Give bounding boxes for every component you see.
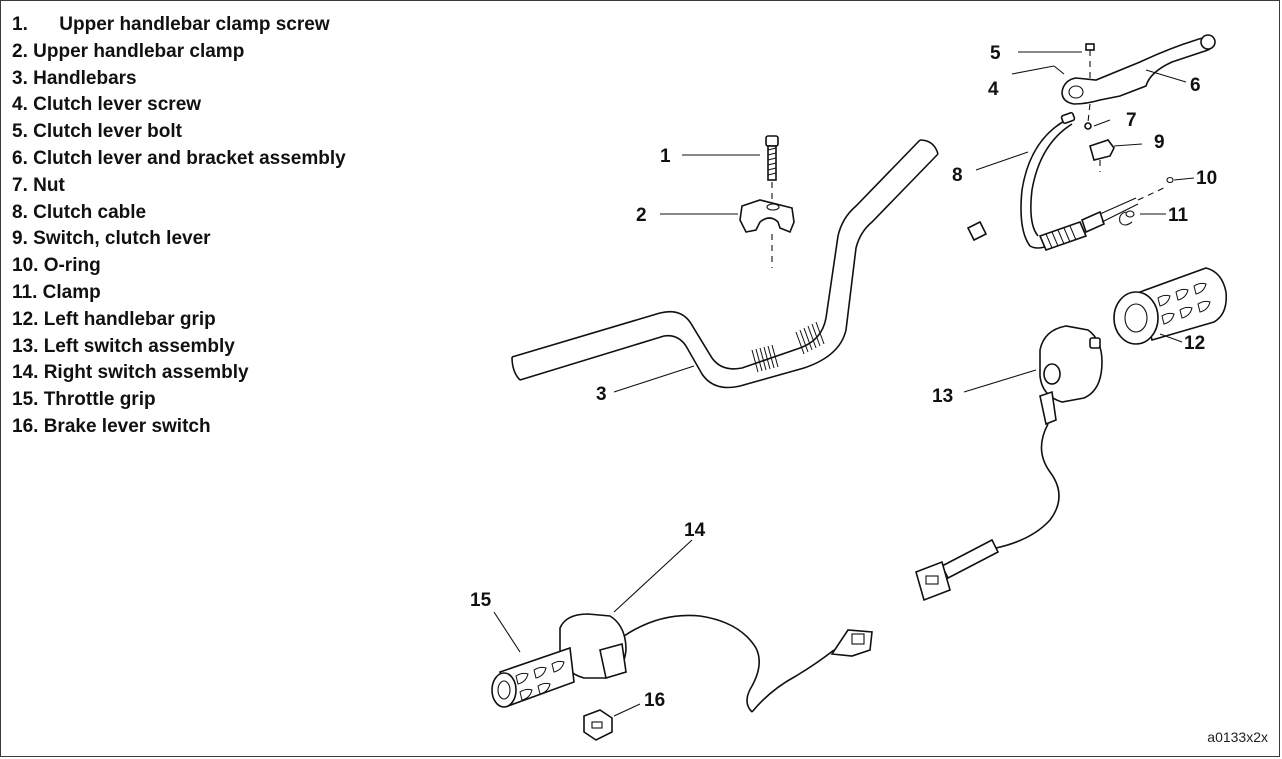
- legend-label: Handlebars: [33, 67, 137, 89]
- callout-13: 13: [932, 386, 953, 407]
- legend-number: 6.: [12, 147, 28, 169]
- left-switch-assembly: [915, 325, 1103, 602]
- legend-item: 5. Clutch lever bolt: [12, 119, 346, 146]
- leader-lines: [493, 51, 1195, 717]
- legend-label: Clutch cable: [33, 201, 147, 223]
- legend-number: 3.: [12, 67, 28, 89]
- upper-handlebar-clamp-screw: [765, 135, 779, 204]
- clutch-lever-switch: [1089, 139, 1115, 172]
- legend-label: Clutch lever and bracket assembly: [33, 147, 346, 169]
- figure-reference: a0133x2x: [1207, 729, 1268, 745]
- legend-number: 11.: [12, 281, 38, 303]
- parts-legend: 1. Upper handlebar clamp screw 2. Upper …: [12, 12, 346, 441]
- callout-10: 10: [1196, 168, 1217, 189]
- legend-label: Throttle grip: [43, 389, 156, 411]
- callout-12: 12: [1184, 333, 1205, 354]
- callout-8: 8: [952, 165, 963, 186]
- legend-number: 16.: [12, 415, 39, 437]
- legend-number: 10.: [12, 255, 39, 277]
- legend-label: Upper handlebar clamp: [33, 40, 245, 62]
- legend-number: 14.: [12, 362, 39, 384]
- legend-label: Left handlebar grip: [43, 308, 216, 330]
- upper-handlebar-clamp: [739, 199, 795, 268]
- legend-item: 12. Left handlebar grip: [12, 307, 346, 334]
- callout-6: 6: [1190, 75, 1201, 96]
- legend-number: 4.: [12, 94, 28, 116]
- legend-item: 9. Switch, clutch lever: [12, 226, 346, 253]
- legend-number: 1.: [12, 14, 28, 35]
- handlebar-knurling-left: [751, 344, 779, 373]
- left-handlebar-grip: [1113, 267, 1228, 345]
- callout-7: 7: [1126, 110, 1137, 131]
- legend-item: 13. Left switch assembly: [12, 334, 346, 361]
- legend-item: 2. Upper handlebar clamp: [12, 39, 346, 66]
- callout-11: 11: [1168, 205, 1189, 226]
- throttle-grip: [491, 646, 575, 708]
- clutch-cable: [966, 111, 1169, 252]
- legend-item: 16. Brake lever switch: [12, 414, 346, 441]
- legend-number: 7.: [12, 174, 28, 196]
- right-switch-assembly: [559, 613, 873, 713]
- legend-label: Left switch assembly: [43, 335, 235, 357]
- legend-item: 15. Throttle grip: [12, 387, 346, 414]
- legend-label: Switch, clutch lever: [33, 228, 211, 250]
- legend-label: O-ring: [43, 255, 101, 277]
- legend-number: 13.: [12, 335, 39, 357]
- legend-label: Brake lever switch: [43, 415, 211, 437]
- legend-item: 14. Right switch assembly: [12, 360, 346, 387]
- legend-item: 8. Clutch cable: [12, 200, 346, 227]
- legend-item: 3. Handlebars: [12, 66, 346, 93]
- legend-number: 2.: [12, 40, 28, 62]
- cable-clamp: [1119, 210, 1135, 226]
- callout-3: 3: [596, 384, 607, 405]
- legend-item: 4. Clutch lever screw: [12, 92, 346, 119]
- legend-item: 6. Clutch lever and bracket assembly: [12, 146, 346, 173]
- legend-item: 10. O-ring: [12, 253, 346, 280]
- callout-9: 9: [1154, 132, 1165, 153]
- legend-number: 12.: [12, 308, 39, 330]
- legend-item: 1. Upper handlebar clamp screw: [12, 12, 346, 39]
- legend-number: 9.: [12, 228, 28, 250]
- callout-15: 15: [470, 590, 492, 611]
- legend-label: Right switch assembly: [43, 362, 249, 384]
- callout-14: 14: [684, 520, 706, 541]
- handlebars: [511, 139, 939, 389]
- legend-label: Clutch lever screw: [33, 94, 202, 116]
- callout-numbers: 1 2 3 4 5 6 7 8 9 10 11 12 13 14 15 16: [470, 43, 1217, 711]
- o-ring: [1166, 176, 1174, 184]
- clutch-lever-assembly: [1053, 34, 1216, 130]
- callout-5: 5: [990, 43, 1001, 64]
- legend-number: 15.: [12, 389, 39, 411]
- legend-item: 11. Clamp: [12, 280, 346, 307]
- legend-label: Nut: [33, 174, 65, 196]
- legend-label: Clamp: [42, 281, 101, 303]
- callout-4: 4: [988, 79, 999, 100]
- brake-lever-switch: [583, 709, 613, 741]
- legend-item: 7. Nut: [12, 173, 346, 200]
- legend-label: Upper handlebar clamp screw: [59, 14, 330, 35]
- legend-label: Clutch lever bolt: [33, 121, 182, 143]
- callout-1: 1: [660, 146, 671, 167]
- callout-2: 2: [636, 205, 647, 226]
- callout-16: 16: [644, 690, 665, 711]
- legend-number: 8.: [12, 201, 28, 223]
- handlebar-knurling-right: [795, 321, 825, 355]
- legend-number: 5.: [12, 121, 28, 143]
